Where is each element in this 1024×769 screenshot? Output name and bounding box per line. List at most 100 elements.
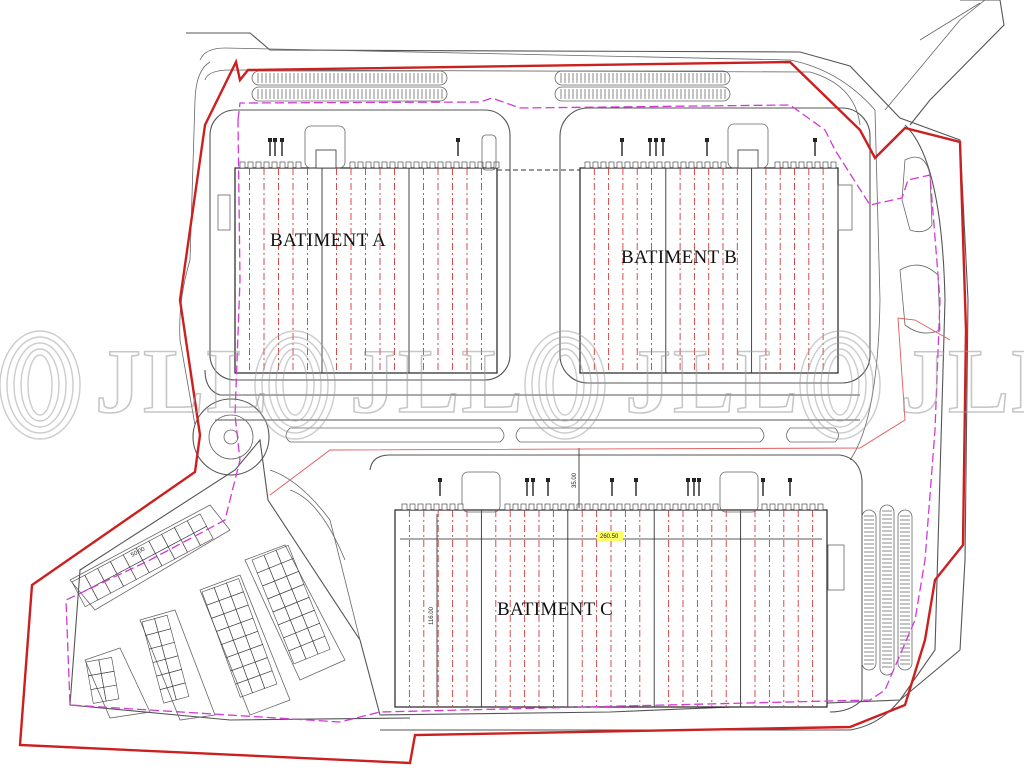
dock-door (790, 161, 797, 169)
dimension-highlight (597, 531, 623, 541)
dock-door (417, 503, 424, 511)
parking-stall (259, 670, 278, 689)
car-parking: 50.00 (69, 504, 346, 721)
lot-limit (269, 317, 951, 496)
parking-block (201, 578, 278, 698)
parking-stall (296, 596, 315, 616)
parking-stall (84, 567, 105, 588)
jll-logo-ring (813, 342, 867, 428)
parking-stall (186, 513, 208, 534)
svg-text:JLL: JLL (350, 330, 525, 432)
dock-door (263, 161, 270, 169)
dock-door (648, 161, 655, 169)
parking-stall (267, 593, 286, 613)
parking-stall (274, 575, 293, 595)
dock-door (568, 503, 575, 511)
parking-stall (272, 606, 291, 626)
dock-door (608, 503, 615, 511)
dock-leveller-head (546, 478, 550, 482)
dock-door (664, 161, 671, 169)
dock-door (640, 503, 647, 511)
dock-door (239, 161, 246, 169)
svg-text:JLL: JLL (900, 330, 1024, 432)
jll-logo-ring (6, 336, 74, 434)
dock-door (696, 503, 703, 511)
parking-stall (235, 679, 253, 698)
parking-stall (247, 674, 266, 694)
parking-stall (256, 567, 275, 587)
parking-stall (230, 666, 249, 685)
parking-stall (71, 574, 92, 595)
parking-stall (230, 591, 249, 610)
building-b-label: BATIMENT B (621, 247, 737, 268)
jll-logo-ring (827, 354, 853, 416)
dock-door (688, 161, 695, 169)
dock-leveller-head (634, 478, 638, 482)
svg-text:JLL: JLL (95, 330, 270, 432)
dock-door (552, 503, 559, 511)
dock-door (287, 161, 294, 169)
dock-leveller-head (456, 138, 460, 142)
dock-door (712, 503, 719, 511)
jll-logo-ring (552, 354, 578, 416)
dock-door (798, 161, 805, 169)
parking-stall (218, 595, 237, 615)
dock-door (656, 161, 663, 169)
dock-door (793, 503, 800, 511)
jll-logo-ring (27, 354, 53, 416)
parking-stall (167, 539, 188, 560)
dock-door (449, 503, 456, 511)
dock-door (640, 161, 647, 169)
jll-logo-ring (261, 336, 329, 434)
dock-door (680, 503, 687, 511)
dock-door (421, 161, 428, 169)
dock-door (271, 161, 278, 169)
dock-leveller-head (661, 138, 665, 142)
dock-door (696, 161, 703, 169)
jll-logo-ring (799, 330, 881, 440)
parking-stall (268, 562, 287, 582)
dock-door (441, 503, 448, 511)
parking-stall (286, 570, 305, 590)
road-network (69, 0, 1005, 731)
dock-door (785, 503, 792, 511)
dock-door (584, 161, 591, 169)
dock-door (632, 161, 639, 169)
dock-door (809, 503, 816, 511)
jll-logo-ring (282, 354, 308, 416)
parking-stall (100, 670, 117, 688)
fire-route (65, 97, 941, 723)
dock-door (536, 503, 543, 511)
dock-leveller-head (438, 478, 442, 482)
parking-stall (237, 648, 256, 667)
dock-door (477, 161, 484, 169)
dock-door (806, 161, 813, 169)
dock-door (373, 161, 380, 169)
parking-stall (277, 619, 296, 639)
building-c-label: BATIMENT C (497, 599, 613, 620)
parking-stall (245, 630, 263, 650)
svg-text:JLL: JLL (625, 330, 800, 432)
dock-door (761, 503, 768, 511)
dock-door (389, 161, 396, 169)
dock-door (688, 503, 695, 511)
building-a: BATIMENT A (209, 109, 511, 381)
dock-door (357, 161, 364, 169)
parking-stall (279, 588, 298, 608)
dock-door (704, 503, 711, 511)
dock-door (720, 161, 727, 169)
dock-door (584, 503, 591, 511)
dock-door (409, 503, 416, 511)
dock-door (429, 161, 436, 169)
dock-door (405, 161, 412, 169)
dock-door (461, 161, 468, 169)
dock-door (624, 161, 631, 169)
dock-door (822, 161, 829, 169)
parking-stall (142, 553, 163, 574)
parking-block (71, 513, 214, 608)
dock-door (817, 503, 824, 511)
dock-door (381, 161, 388, 169)
dock-door (624, 503, 631, 511)
dock-leveller-head (273, 138, 277, 142)
parking-stall (254, 657, 273, 676)
